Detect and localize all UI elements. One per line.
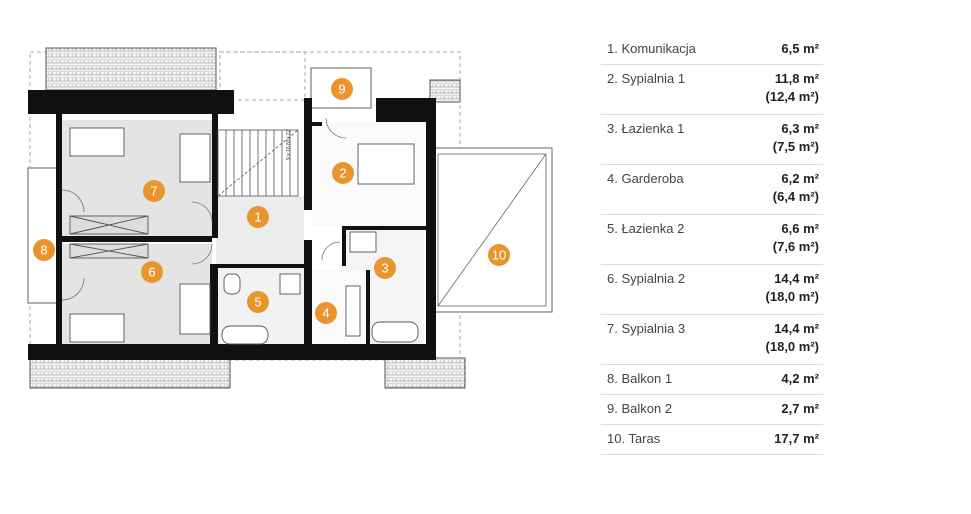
room-badge-label-9: 9: [338, 82, 345, 97]
room-badge-label-7: 7: [150, 184, 157, 199]
floor-plan: 9 x 16,83 / 27 1 2 3 4 5 6 7 8 9 10: [27, 47, 553, 389]
legend-area: 2,7 m²: [781, 401, 819, 416]
legend-area-block: 14,4 m² (18,0 m²): [766, 270, 819, 306]
room-badge-8: [33, 239, 55, 261]
legend-area-block: 6,6 m² (7,6 m²): [773, 220, 819, 256]
terrace: [431, 147, 553, 313]
legend-area-total: (18,0 m²): [765, 289, 819, 304]
room-badge-6: [141, 261, 163, 283]
legend-row: 10. Taras 17,7 m²: [601, 425, 823, 455]
legend-room-name: 6. Sypialnia 2: [607, 271, 686, 286]
room-badge-label-1: 1: [254, 210, 261, 225]
room-badge-4: [315, 302, 337, 324]
legend-room-name: 5. Łazienka 2: [607, 221, 685, 236]
legend-room-name: 10. Taras: [607, 431, 661, 446]
legend-room-name: 2. Sypialnia 1: [607, 71, 686, 86]
legend-room-name: 7. Sypialnia 3: [607, 321, 686, 336]
legend-area-block: 17,7 m²: [774, 430, 819, 448]
legend-area: 6,2 m²: [781, 171, 819, 186]
stair-label: 9 x 16,83 / 27: [286, 129, 292, 160]
legend-row: 6. Sypialnia 2 14,4 m² (18,0 m²): [601, 265, 823, 315]
room-badge-7: [143, 180, 165, 202]
room-badge-1: [247, 206, 269, 228]
area-legend: 1. Komunikacja 6,5 m² 2. Sypialnia 1 11,8 m…: [601, 35, 823, 455]
legend-area-block: 2,7 m²: [781, 400, 819, 418]
room-badge-label-6: 6: [148, 265, 155, 280]
room-badge-label-2: 2: [339, 166, 346, 181]
room-badge-label-5: 5: [254, 295, 261, 310]
room-badge-5: [247, 291, 269, 313]
room-badge-3: [374, 257, 396, 279]
legend-area: 6,3 m²: [781, 121, 819, 136]
legend-room-name: 8. Balkon 1: [607, 371, 673, 386]
balcony-1: [27, 167, 61, 304]
legend-area: 17,7 m²: [774, 431, 819, 446]
legend-room-name: 4. Garderoba: [607, 171, 684, 186]
legend-room-name: 3. Łazienka 1: [607, 121, 685, 136]
legend-row: 7. Sypialnia 3 14,4 m² (18,0 m²): [601, 315, 823, 365]
legend-row: 3. Łazienka 1 6,3 m² (7,5 m²): [601, 115, 823, 165]
roof-tiles: [29, 47, 466, 389]
legend-area: 11,8 m²: [774, 71, 819, 86]
room-badge-10: [488, 244, 510, 266]
legend-row: 4. Garderoba 6,2 m² (6,4 m²): [601, 165, 823, 215]
legend-area-total: (7,6 m²): [772, 239, 819, 254]
room-badge-label-3: 3: [381, 261, 388, 276]
legend-area-block: 6,5 m²: [781, 40, 819, 58]
furniture: [69, 127, 419, 345]
room-number-badges: 1 2 3 4 5 6 7 8 9 10: [33, 78, 510, 324]
legend-area: 6,6 m²: [781, 221, 819, 236]
room-badge-2: [332, 162, 354, 184]
legend-area-block: 14,4 m² (18,0 m²): [766, 320, 819, 356]
legend-area-total: (6,4 m²): [772, 189, 819, 204]
door-swings: [61, 117, 347, 301]
legend-area: 14,4 m²: [774, 321, 819, 336]
legend-row: 2. Sypialnia 1 11,8 m² (12,4 m²): [601, 65, 823, 115]
legend-room-name: 9. Balkon 2: [607, 401, 673, 416]
legend-area-total: (7,5 m²): [772, 139, 819, 154]
legend-area-total: (18,0 m²): [765, 339, 819, 354]
legend-row: 9. Balkon 2 2,7 m²: [601, 395, 823, 425]
legend-area-block: 6,2 m² (6,4 m²): [773, 170, 819, 206]
legend-row: 1. Komunikacja 6,5 m²: [601, 35, 823, 65]
legend-area-block: 6,3 m² (7,5 m²): [773, 120, 819, 156]
walls: [28, 90, 436, 360]
legend-row: 5. Łazienka 2 6,6 m² (7,6 m²): [601, 215, 823, 265]
legend-area-block: 4,2 m²: [781, 370, 819, 388]
room-badge-label-4: 4: [322, 306, 329, 321]
room-badge-label-8: 8: [40, 243, 47, 258]
legend-room-name: 1. Komunikacja: [607, 41, 696, 56]
legend-row: 8. Balkon 1 4,2 m²: [601, 365, 823, 395]
legend-area: 14,4 m²: [774, 271, 819, 286]
legend-area-total: (12,4 m²): [765, 89, 819, 104]
room-badge-label-10: 10: [492, 248, 506, 263]
room-badge-9: [331, 78, 353, 100]
legend-area-block: 11,8 m² (12,4 m²): [766, 70, 819, 106]
legend-area: 4,2 m²: [781, 371, 819, 386]
staircase: [217, 129, 299, 197]
legend-area: 6,5 m²: [781, 41, 819, 56]
